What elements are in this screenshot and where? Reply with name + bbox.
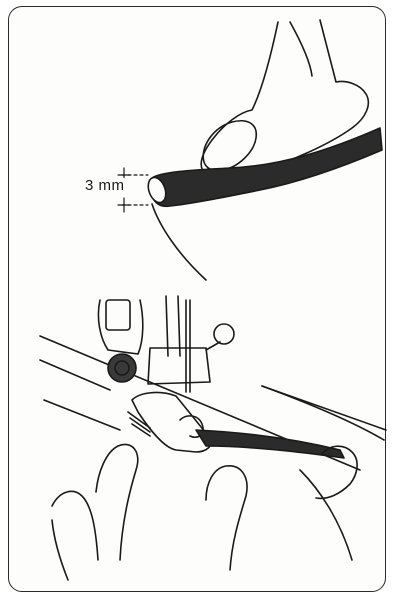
- left-finger: [96, 444, 138, 560]
- fabric-line: [44, 400, 120, 430]
- dimension-label: 3 mm: [84, 178, 126, 193]
- left-thumb: [52, 520, 68, 580]
- finger-crease: [290, 22, 312, 76]
- hemmer-foot: [132, 393, 211, 452]
- fingernail: [203, 121, 256, 171]
- foot-shank: [148, 348, 210, 384]
- left-finger: [52, 491, 98, 560]
- right-hand-edge: [262, 386, 384, 440]
- needle-clamp: [98, 300, 142, 354]
- bottom-panel: [40, 296, 386, 580]
- side-knob: [214, 324, 234, 344]
- right-finger: [206, 466, 247, 570]
- fabric-rolled-hem: [151, 128, 382, 206]
- right-hand-edge: [300, 470, 352, 560]
- bed-line: [40, 360, 110, 390]
- presser-bar: [166, 296, 180, 356]
- fabric-edge: [152, 204, 206, 280]
- needle-clamp-screw: [106, 300, 130, 330]
- side-knob-shaft: [206, 342, 220, 350]
- thumb-screw: [108, 354, 136, 382]
- needle: [186, 300, 190, 392]
- top-panel: [118, 20, 382, 280]
